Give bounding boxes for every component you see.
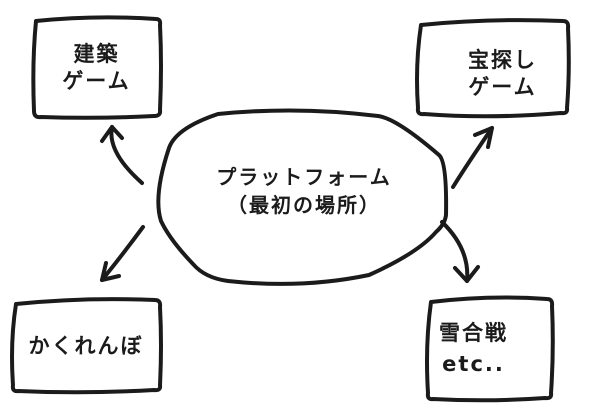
arrow-shaft — [451, 126, 494, 189]
arrow-shaft — [440, 220, 470, 283]
node-hide-and-seek: かくれんぼ — [12, 300, 160, 392]
arrow-shaft — [109, 125, 144, 185]
node-snowball-fight-line1: 雪合戦 — [439, 321, 508, 345]
node-snowball-fight: 雪合戦 etc.. — [427, 298, 552, 400]
arrow-head — [100, 125, 124, 143]
node-building-game-line1: 建築 — [73, 41, 120, 66]
arrow-shaft — [100, 225, 145, 282]
arrow-to-building-game — [100, 125, 144, 185]
arrow-to-snowball-fight — [440, 220, 480, 283]
arrow-head — [473, 126, 494, 149]
node-treasure-hunt-game: 宝探し ゲーム — [417, 21, 568, 115]
center-label-line1: プラットフォーム — [216, 165, 392, 189]
center-platform-label: プラットフォーム （最初の場所） — [160, 163, 448, 219]
node-treasure-hunt-line2: ゲーム — [468, 75, 537, 99]
building-game-box-outline — [31, 15, 163, 120]
node-snowball-fight-line2: etc.. — [442, 352, 505, 376]
arrow-head — [100, 261, 121, 282]
hide-and-seek-box-outline — [10, 297, 163, 395]
node-treasure-hunt-line1: 宝探し — [468, 48, 537, 72]
arrow-to-treasure-hunt — [451, 126, 494, 189]
node-building-game: 建築 ゲーム — [33, 18, 160, 117]
node-building-game-line2: ゲーム — [62, 68, 131, 93]
treasure-hunt-box-outline — [415, 18, 571, 119]
arrow-to-hide-and-seek — [100, 225, 145, 282]
platform-blob-outline — [156, 108, 449, 286]
arrow-head — [453, 265, 480, 283]
snowball-fight-box-outline — [425, 295, 555, 403]
node-hide-and-seek-line1: かくれんぼ — [28, 333, 144, 358]
center-label-line2: （最初の場所） — [227, 193, 381, 217]
